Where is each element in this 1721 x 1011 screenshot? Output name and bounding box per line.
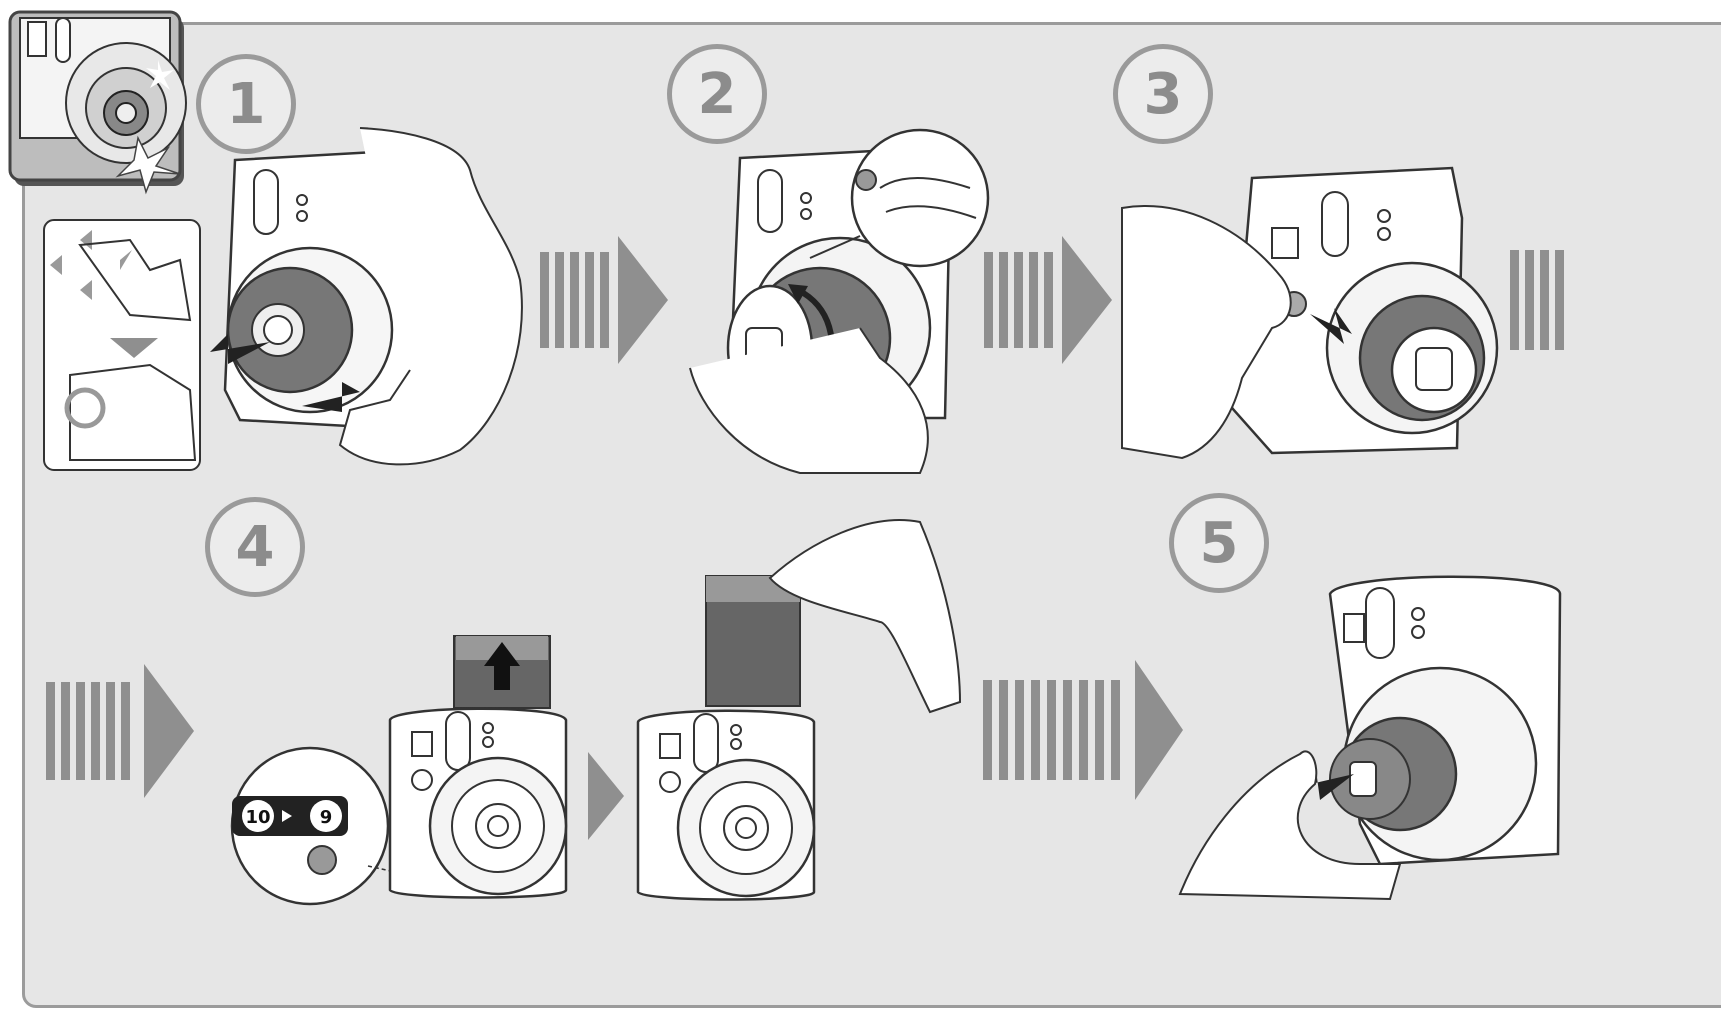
step5-retract-illustration [1180, 564, 1560, 904]
counter-from: 10 [245, 807, 270, 828]
step-arrow-icon [46, 664, 196, 804]
step4-print-illustration [630, 512, 970, 908]
step-arrow-icon [540, 236, 670, 366]
step-arrow-icon [984, 236, 1114, 366]
step-arrow-icon [983, 660, 1183, 800]
step-number-3: 3 [1113, 44, 1213, 144]
step4-eject-illustration [380, 636, 580, 906]
step3-shutter-illustration [1122, 148, 1482, 458]
step-arrow-icon [1510, 250, 1570, 360]
step-arrow-icon [588, 752, 628, 842]
step1-camera-illustration [40, 120, 540, 480]
counter-to: 9 [320, 807, 333, 828]
step2-focus-illustration [680, 128, 1000, 478]
step-number-4: 4 [205, 497, 305, 597]
